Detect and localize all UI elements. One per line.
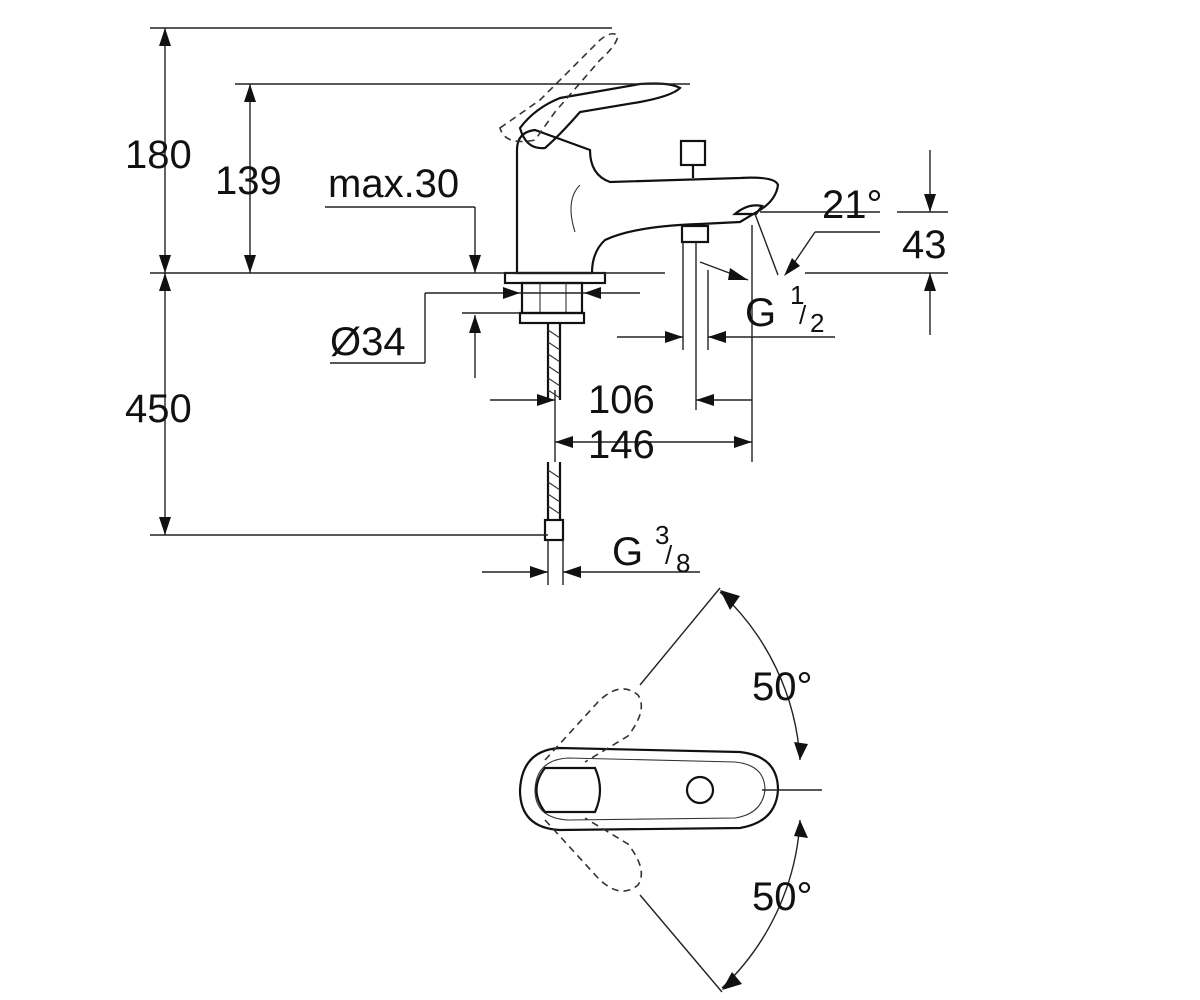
- dim-spout-angle: 21°: [822, 183, 883, 227]
- dim-max-thickness: max.30: [328, 162, 459, 206]
- spout-outlet: [680, 224, 710, 244]
- fixing-shank: [520, 281, 584, 315]
- dim-spout-projection: 106: [588, 378, 655, 422]
- supply-thread-den: 8: [676, 548, 690, 578]
- lever-handle: [518, 82, 682, 150]
- dim-outlet-height: 43: [902, 223, 947, 267]
- dim-spout-reach: 146: [588, 423, 655, 467]
- diverter-knob: [679, 139, 707, 167]
- lever-swing-up: [544, 688, 643, 763]
- supply-thread-slash: /: [665, 540, 673, 570]
- flexible-hose: [546, 323, 562, 520]
- top-body: [518, 746, 780, 832]
- top-body-inner: [534, 757, 766, 821]
- top-diverter: [685, 775, 715, 805]
- outlet-thread-num: 1: [790, 280, 804, 310]
- mixer-body: [515, 128, 780, 275]
- supply-thread-num: 3: [655, 520, 669, 550]
- lever-raised-outline: [499, 32, 619, 143]
- hose-braid: [547, 329, 561, 515]
- outlet-thread-slash: /: [799, 300, 807, 330]
- deck-plate: [503, 271, 607, 285]
- dim-hole-diameter: Ø34: [330, 320, 406, 364]
- swing-angle-upper: 50°: [752, 665, 813, 709]
- dim-hose-length: 450: [125, 387, 192, 431]
- supply-thread-main: G: [612, 530, 643, 574]
- dim-total-height: 180: [125, 133, 192, 177]
- outlet-thread-main: G: [745, 291, 776, 335]
- swing-angle-lower: 50°: [752, 875, 813, 919]
- lever-swing-down: [544, 817, 643, 892]
- top-view: 50° 50°: [518, 587, 822, 993]
- side-view: 180 139 max.30 Ø34 450 106 146 21° 43 G …: [125, 27, 948, 585]
- mixer-body-shade: [570, 184, 581, 233]
- outlet-thread-den: 2: [810, 308, 824, 338]
- fixing-nut: [518, 311, 586, 325]
- top-handle: [535, 766, 602, 814]
- spout-tip: [731, 204, 764, 216]
- dim-lever-height: 139: [215, 159, 282, 203]
- hose-connector: [543, 518, 565, 542]
